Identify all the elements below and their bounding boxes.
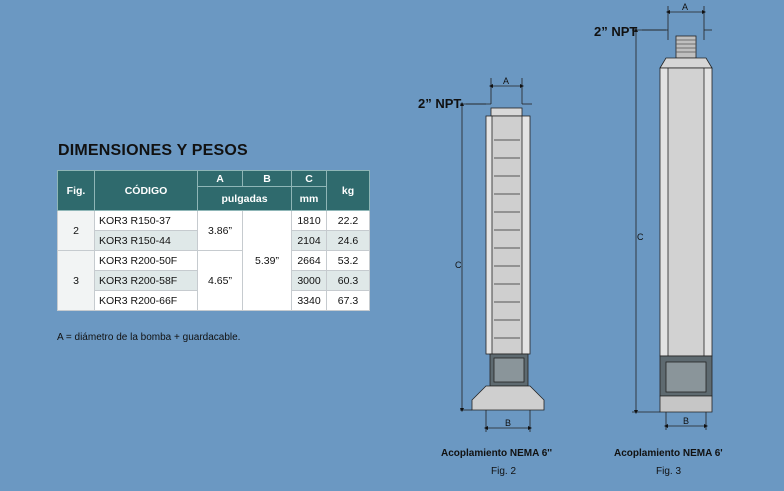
- cell-c: 3340: [291, 290, 327, 311]
- fig3-dim-a: A: [682, 2, 688, 12]
- cell-kg: 24.6: [326, 230, 370, 251]
- table-note: A = diámetro de la bomba + guardacable.: [57, 332, 241, 343]
- cell-kg: 67.3: [326, 290, 370, 311]
- fig2-dim-b: B: [505, 418, 511, 428]
- fig3-npt-label: 2” NPT: [594, 24, 637, 39]
- fig2-dim-a: A: [503, 76, 509, 86]
- cell-c: 1810: [291, 210, 327, 231]
- pump-fig3: [632, 6, 713, 430]
- cell-fig: 3: [57, 250, 95, 311]
- header-fig: Fig.: [57, 170, 95, 211]
- cell-a: 4.65”: [197, 250, 243, 311]
- header-mm: mm: [291, 186, 327, 211]
- cell-kg: 60.3: [326, 270, 370, 291]
- fig3-dim-c: C: [637, 232, 644, 242]
- cell-code: KOR3 R200-66F: [94, 290, 198, 311]
- fig3-dim-b: B: [683, 416, 689, 426]
- cell-a: 3.86”: [197, 210, 243, 251]
- cell-kg: 53.2: [326, 250, 370, 271]
- header-kg: kg: [326, 170, 370, 211]
- fig2-label: Fig. 2: [491, 466, 517, 477]
- cell-b: 5.39”: [242, 210, 292, 311]
- section-title: DIMENSIONES Y PESOS: [58, 142, 248, 159]
- fig3-label: Fig. 3: [656, 466, 682, 477]
- fig3-caption: Acoplamiento NEMA 6': [614, 448, 723, 459]
- cell-c: 2664: [291, 250, 327, 271]
- pump-fig2: [460, 78, 545, 432]
- cell-c: 2104: [291, 230, 327, 251]
- cell-code: KOR3 R200-58F: [94, 270, 198, 291]
- fig2-npt-label: 2” NPT: [418, 96, 461, 111]
- dimensions-table: Fig. CÓDIGO A B C kg pulgadas mm 2 KOR3 …: [57, 170, 370, 311]
- fig2-dim-c: C: [455, 260, 462, 270]
- fig2-caption: Acoplamiento NEMA 6'': [441, 448, 553, 459]
- header-a: A: [197, 170, 243, 187]
- header-c: C: [291, 170, 327, 187]
- cell-kg: 22.2: [326, 210, 370, 231]
